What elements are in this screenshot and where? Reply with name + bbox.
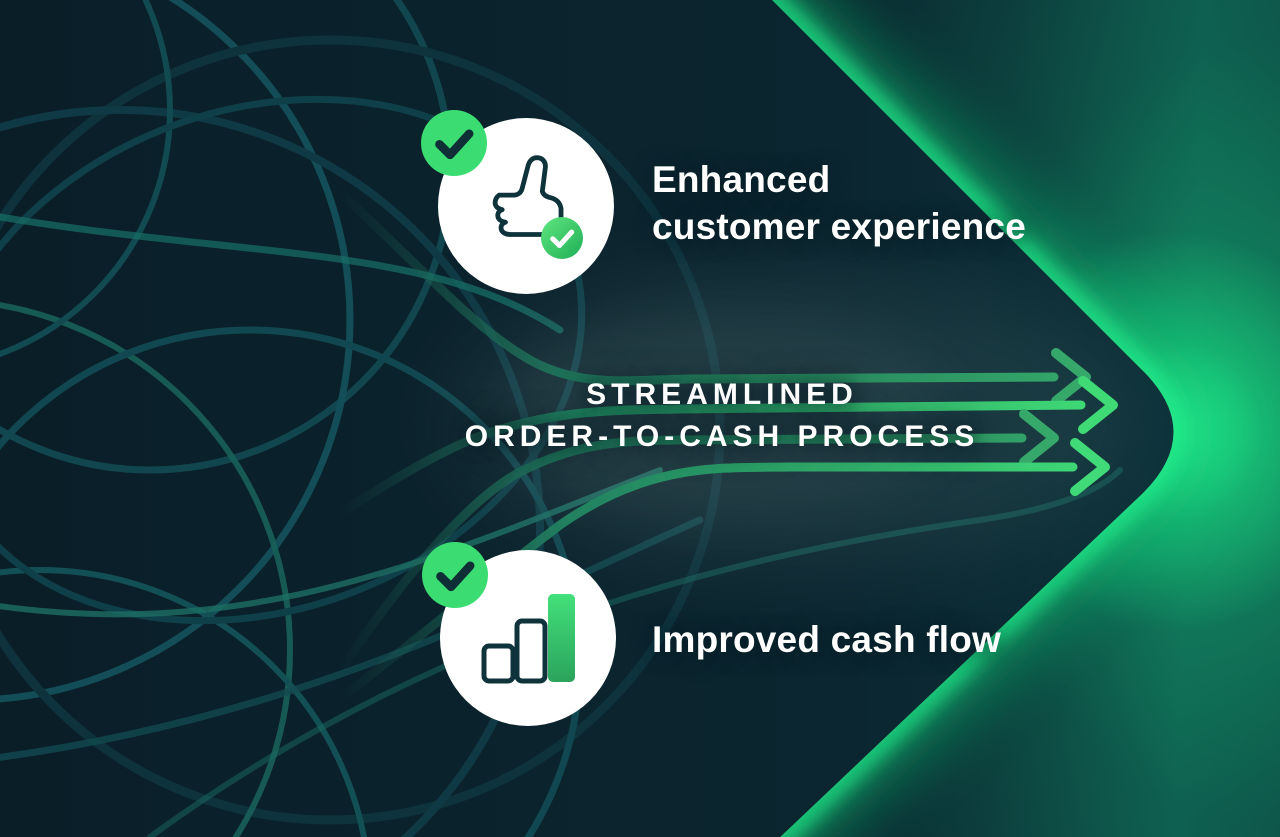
check-badge: [422, 542, 488, 608]
check-badge: [421, 110, 487, 176]
benefit-label-customer-experience: Enhanced customer experience: [652, 156, 1026, 250]
benefit-label-cash-flow: Improved cash flow: [652, 616, 1001, 663]
center-message: STREAMLINED ORDER-TO-CASH PROCESS: [372, 374, 1072, 458]
check-icon: [435, 129, 474, 160]
benefit-text-line: Improved cash flow: [652, 619, 1002, 660]
mini-check-badge: [541, 217, 583, 259]
benefit-text-line: Enhanced: [652, 159, 831, 200]
flow-arrow: [0, 376, 1118, 689]
check-icon: [436, 561, 475, 592]
bar-chart-icon: [481, 594, 575, 684]
benefit-text-line: customer experience: [652, 206, 1026, 247]
center-message-line1: STREAMLINED: [586, 378, 858, 411]
check-icon: [550, 229, 575, 249]
center-message-line2: ORDER-TO-CASH PROCESS: [464, 420, 980, 453]
